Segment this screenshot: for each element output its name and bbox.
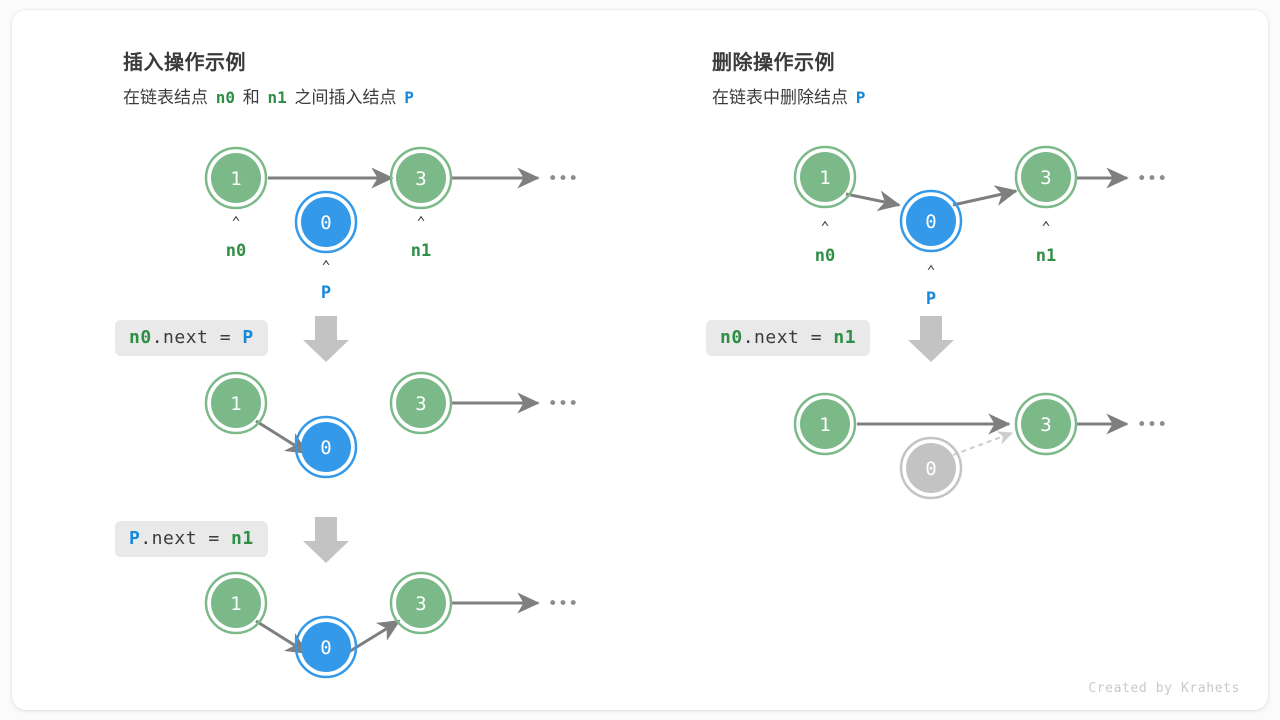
node-p-deleted-d1: 0 <box>899 436 963 500</box>
insert-sub-n0: n0 <box>215 88 235 107</box>
node-n0-value-d0: 1 <box>819 167 830 189</box>
node-n0-d0: 1 <box>793 145 857 209</box>
pointer-label-n1: n1 <box>411 241 431 261</box>
insert-sub-part-2: 和 <box>242 88 260 107</box>
insert-sub-part-4: 之间插入结点 <box>294 88 397 107</box>
caret-icon-p: ⌃ <box>321 257 330 275</box>
node-n0-value-s2: 1 <box>230 593 241 615</box>
node-p-value-s1: 0 <box>320 437 331 459</box>
node-n1-d0: 3 <box>1014 145 1078 209</box>
node-n1-d1: 3 <box>1014 392 1078 456</box>
delete-step-0-graph: ••• 1 ⌃ n0 0 ⌃ P 3 ⌃ n1 <box>793 145 1168 309</box>
node-p-value: 0 <box>320 212 331 234</box>
code2-seg-1: .next = <box>140 528 232 549</box>
node-n1-value: 3 <box>415 168 426 190</box>
pointer-label-p-d0: P <box>926 289 936 309</box>
caret-icon-n1-d0: ⌃ <box>1041 218 1050 236</box>
node-n0-value-d1: 1 <box>819 414 830 436</box>
delete-code-box-1: n0.next = n1 <box>706 320 871 356</box>
delete-sub-part-0: 在链表中删除结点 <box>712 88 848 107</box>
insert-panel-subtitle: 在链表结点 n0 和 n1 之间插入结点 P <box>123 83 417 108</box>
insert-sub-part-0: 在链表结点 <box>123 88 208 107</box>
node-n0-value: 1 <box>230 168 241 190</box>
ellipsis-icon-s2: ••• <box>548 594 579 614</box>
node-n1-value-s2: 3 <box>415 593 426 615</box>
edge-p-n1-dashed-d1 <box>952 431 1014 456</box>
node-n0-s1: 1 <box>204 371 268 435</box>
caret-icon-n1: ⌃ <box>416 213 425 231</box>
code2-seg-0: P <box>129 528 141 549</box>
insert-step-2-graph: ••• 1 0 3 <box>204 571 579 679</box>
caret-icon-n0: ⌃ <box>231 213 240 231</box>
node-n1-value-d0: 3 <box>1040 167 1051 189</box>
pointer-label-p: P <box>321 283 331 303</box>
pointer-label-n0-d0: n0 <box>815 246 835 266</box>
node-n1-value-s1: 3 <box>415 393 426 415</box>
code3-seg-1: .next = <box>742 327 834 348</box>
edge-p-n1-d0 <box>952 185 1018 207</box>
credit-text: Created by Krahets <box>1088 681 1240 696</box>
node-p-s1: 0 <box>294 415 358 479</box>
edge-n0-p-s2 <box>255 619 309 655</box>
insert-code-box-1: n0.next = P <box>115 320 268 356</box>
code2-seg-2: n1 <box>231 528 254 549</box>
node-n0-value-s1: 1 <box>230 393 241 415</box>
pointer-label-n0: n0 <box>226 241 246 261</box>
insert-sub-p: P <box>404 88 414 107</box>
edge-n0-p-s1 <box>255 419 309 455</box>
insert-sub-n1: n1 <box>267 88 287 107</box>
delete-panel-subtitle: 在链表中删除结点 P <box>712 83 868 108</box>
ellipsis-icon: ••• <box>548 169 579 189</box>
down-arrow-insert-2 <box>303 517 349 563</box>
node-p-d0: 0 <box>899 189 963 253</box>
code1-seg-1: .next = <box>151 327 243 348</box>
ellipsis-icon-d1: ••• <box>1137 415 1168 435</box>
node-n1-s1: 3 <box>389 371 453 435</box>
node-n1-s2: 3 <box>389 571 453 635</box>
code3-seg-0: n0 <box>720 327 743 348</box>
delete-sub-p: P <box>855 88 866 107</box>
down-arrow-insert-1 <box>303 316 349 362</box>
node-p-value-d1: 0 <box>925 458 936 480</box>
node-p: 0 <box>294 190 358 254</box>
node-p-value-s2: 0 <box>320 637 331 659</box>
delete-step-1-graph: ••• 1 0 3 <box>793 392 1168 500</box>
caret-icon-p-d0: ⌃ <box>926 262 935 280</box>
insert-panel-title: 插入操作示例 <box>123 52 246 74</box>
ellipsis-icon-d0: ••• <box>1137 169 1168 189</box>
insert-step-1-graph: ••• 1 0 3 <box>204 371 579 479</box>
ellipsis-icon-s1: ••• <box>548 394 579 414</box>
code1-seg-2: P <box>242 327 254 348</box>
insert-code-box-2: P.next = n1 <box>115 521 268 557</box>
insert-step-0-graph: ••• 1 ⌃ n0 0 ⌃ P 3 ⌃ <box>204 146 579 303</box>
node-n0-s2: 1 <box>204 571 268 635</box>
node-n1: 3 <box>389 146 453 210</box>
code1-seg-0: n0 <box>129 327 152 348</box>
node-n0: 1 <box>204 146 268 210</box>
node-n1-value-d1: 3 <box>1040 414 1051 436</box>
code3-seg-2: n1 <box>833 327 857 348</box>
caret-icon-n0-d0: ⌃ <box>820 218 829 236</box>
node-n0-d1: 1 <box>793 392 857 456</box>
node-p-s2: 0 <box>294 615 358 679</box>
down-arrow-delete-1 <box>908 316 954 362</box>
edge-n0-p-d0 <box>845 190 901 212</box>
node-p-value-d0: 0 <box>925 211 936 233</box>
pointer-label-n1-d0: n1 <box>1036 246 1056 266</box>
delete-panel-title: 删除操作示例 <box>712 52 835 74</box>
